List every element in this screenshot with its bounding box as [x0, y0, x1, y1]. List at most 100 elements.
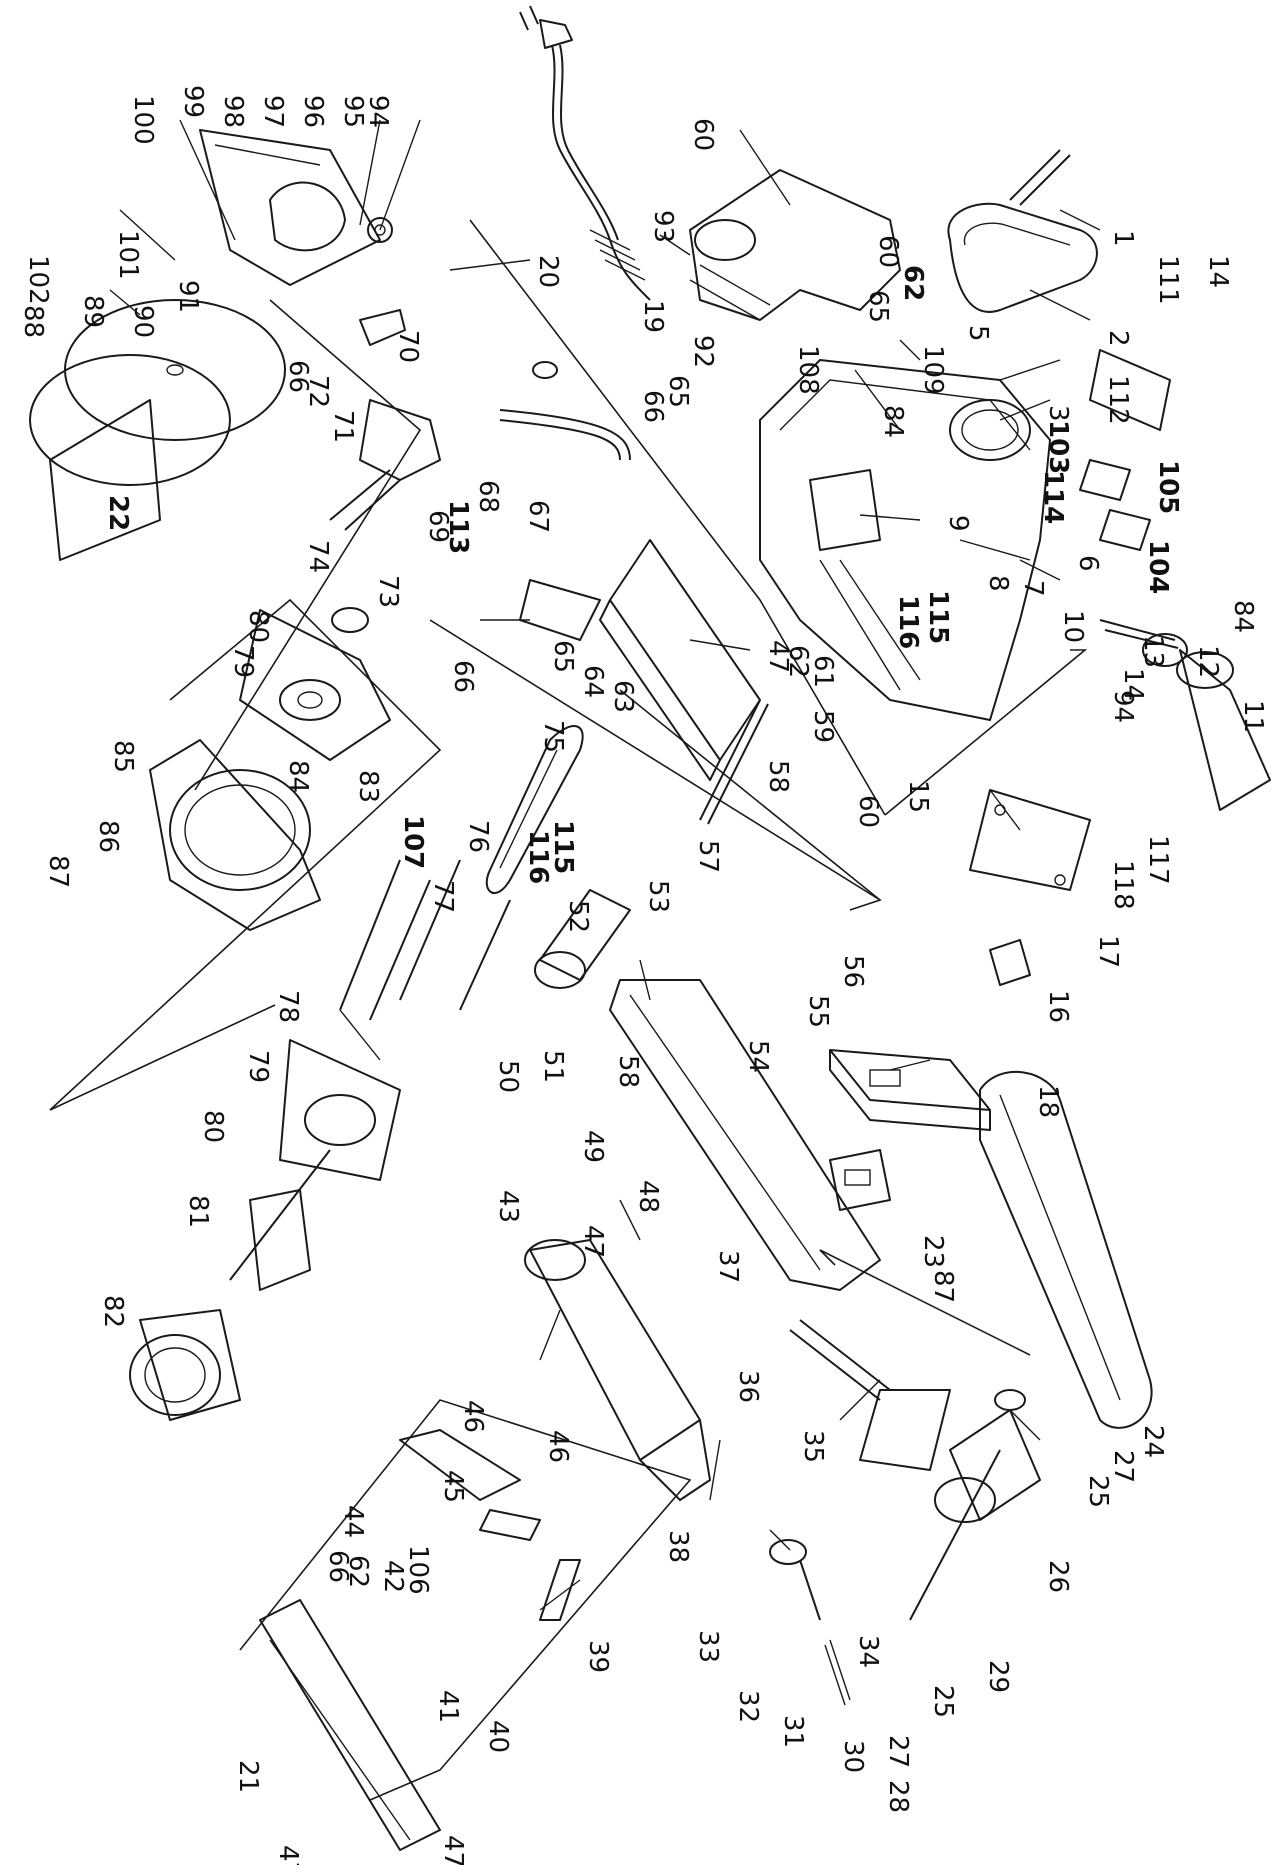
callout-59: 59	[808, 710, 838, 743]
callout-15: 15	[903, 780, 933, 813]
callout-45: 45	[438, 1470, 468, 1503]
callout-60: 60	[873, 235, 903, 268]
callout-65: 65	[663, 375, 693, 408]
callout-2: 2	[1103, 330, 1133, 347]
leader-lines	[109, 119, 1101, 1611]
callout-80: 80	[243, 610, 273, 643]
base-plate	[829, 1049, 991, 1131]
callout-41: 41	[433, 1690, 463, 1723]
callout-107: 107	[398, 815, 428, 869]
callout-95: 95	[338, 95, 368, 128]
callout-100: 100	[128, 95, 158, 145]
callout-77: 77	[428, 880, 458, 913]
work-table	[519, 539, 761, 781]
callout-73: 73	[373, 575, 403, 608]
callout-97: 97	[258, 95, 288, 128]
callout-75: 75	[538, 720, 568, 753]
callout-64: 64	[578, 665, 608, 698]
callout-21: 21	[233, 1760, 263, 1793]
callout-25: 25	[1083, 1475, 1113, 1508]
callout-116: 116	[523, 830, 553, 884]
callout-115: 115	[548, 820, 578, 874]
callout-26: 26	[1043, 1560, 1073, 1593]
callout-17: 17	[1093, 935, 1123, 968]
switch-clip	[989, 939, 1031, 986]
callout-3: 3	[1043, 405, 1073, 422]
callout-80: 80	[198, 1110, 228, 1143]
callout-67: 67	[523, 500, 553, 533]
callout-37: 37	[713, 1250, 743, 1283]
callout-14: 14	[1118, 668, 1148, 701]
callout-85: 85	[108, 740, 138, 773]
callout-112: 112	[1103, 375, 1133, 425]
callout-76: 76	[463, 820, 493, 853]
callout-28: 28	[883, 1780, 913, 1813]
callout-50: 50	[493, 1060, 523, 1093]
callout-42: 42	[378, 1560, 408, 1593]
motor-front-cover	[239, 607, 391, 761]
callout-31: 31	[778, 1715, 808, 1748]
callout-35: 35	[798, 1430, 828, 1463]
callout-71: 71	[328, 410, 358, 443]
tube-clamp	[1099, 619, 1188, 667]
callout-29: 29	[983, 1660, 1013, 1693]
callout-84: 84	[1228, 600, 1258, 633]
callout-62: 62	[343, 1555, 373, 1588]
callout-117: 117	[1143, 835, 1173, 885]
callout-62: 62	[898, 265, 928, 301]
callout-18: 18	[1033, 1085, 1063, 1118]
callout-49: 49	[578, 1130, 608, 1163]
pedestal-tube	[1176, 649, 1271, 811]
callout-labels: 1 2 3 5 6 7 8 9 10 11 12 13 14 14 15 16 …	[18, 85, 1268, 1865]
callout-43: 43	[493, 1190, 523, 1223]
power-cord	[519, 5, 651, 301]
foot-bracket	[969, 789, 1091, 891]
callout-47: 47	[763, 640, 793, 673]
callout-91: 91	[173, 280, 203, 313]
drum-idler-assembly	[909, 1389, 1041, 1621]
tracking-knob	[769, 1539, 851, 1706]
callout-65: 65	[863, 290, 893, 323]
dust-shroud	[689, 169, 901, 321]
callout-90: 90	[128, 305, 158, 338]
callout-39: 39	[583, 1640, 613, 1673]
callout-101: 101	[113, 230, 143, 280]
callout-86: 86	[93, 820, 123, 853]
callout-13: 13	[1138, 635, 1168, 668]
callout-24: 24	[1138, 1425, 1168, 1458]
belt-arm-frame	[609, 979, 881, 1291]
callout-87: 87	[928, 1270, 958, 1303]
callout-22: 22	[103, 495, 133, 531]
callout-66: 66	[283, 360, 313, 393]
callout-46: 46	[458, 1400, 488, 1433]
callout-33: 33	[693, 1630, 723, 1663]
callout-65: 65	[548, 640, 578, 673]
pulley-cover	[149, 739, 321, 931]
callout-20: 20	[533, 255, 563, 288]
tie-rods	[339, 859, 511, 1021]
callout-93: 93	[648, 210, 678, 243]
callout-114: 114	[1038, 470, 1068, 524]
callout-46: 46	[543, 1430, 573, 1463]
callout-84: 84	[283, 760, 313, 793]
callout-79: 79	[228, 645, 258, 678]
callout-84: 84	[878, 405, 908, 438]
callout-111: 111	[1153, 255, 1183, 305]
callout-5: 5	[963, 325, 993, 342]
platen-arm	[524, 1239, 711, 1501]
callout-54: 54	[743, 1040, 773, 1073]
motor-rear-cover	[279, 1039, 401, 1181]
motor-rotor	[229, 1149, 331, 1291]
callout-68: 68	[473, 480, 503, 513]
callout-27: 27	[883, 1735, 913, 1768]
callout-92: 92	[688, 335, 718, 368]
switch-box	[829, 1149, 891, 1211]
callout-94: 94	[1108, 690, 1138, 723]
table-clamp	[329, 309, 631, 531]
callout-38: 38	[663, 1530, 693, 1563]
callout-99: 99	[178, 85, 208, 118]
drive-belt	[485, 725, 584, 894]
callout-55: 55	[803, 995, 833, 1028]
callout-87: 87	[43, 855, 73, 888]
